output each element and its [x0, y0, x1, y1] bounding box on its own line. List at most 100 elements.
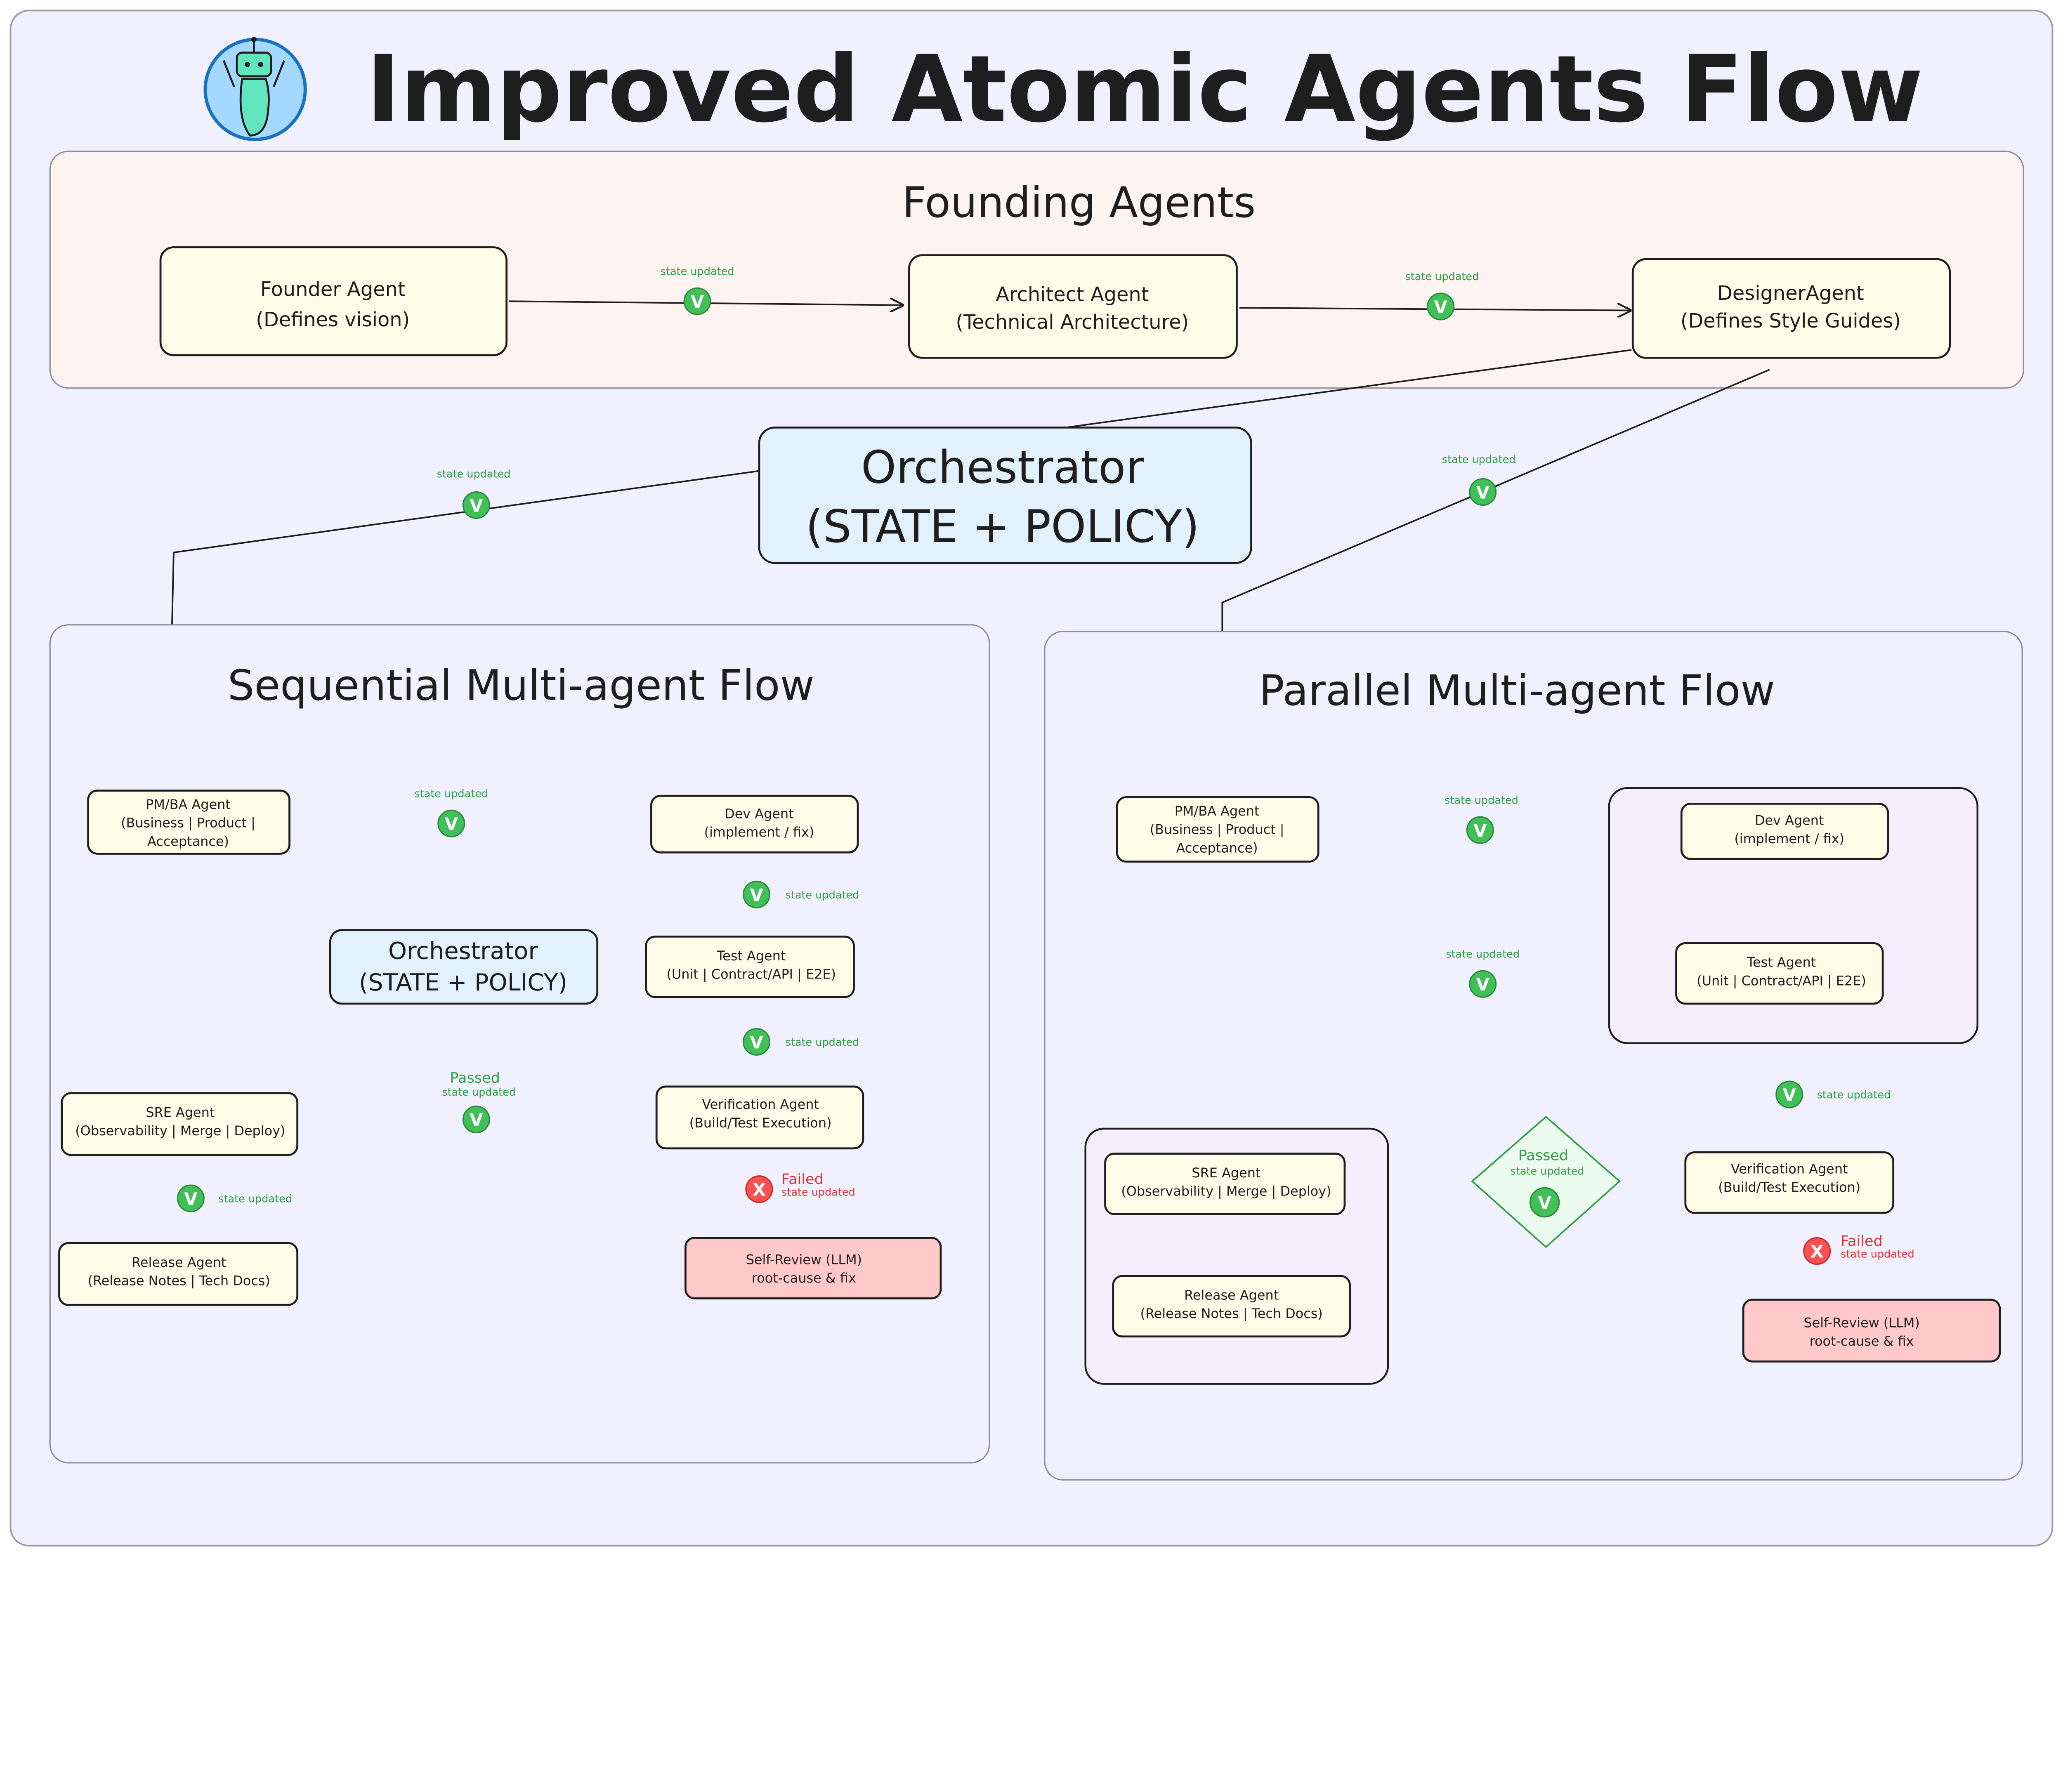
seq-sre-agent-node[interactable]: SRE Agent (Observability | Merge | Deplo… — [61, 1092, 299, 1156]
par-release-l2: (Release Notes | Tech Docs) — [1140, 1306, 1323, 1321]
founding-agents-title: Founding Agents — [902, 178, 1256, 227]
check-icon: V — [1775, 1080, 1803, 1108]
check-icon: V — [1469, 478, 1497, 506]
cross-icon: X — [745, 1175, 773, 1203]
par-release-agent-node[interactable]: Release Agent (Release Notes | Tech Docs… — [1112, 1275, 1351, 1338]
state-updated-label: state updated — [437, 468, 511, 481]
par-test-l1: Test Agent — [1747, 955, 1816, 970]
orchestrator-node[interactable]: Orchestrator (STATE + POLICY) — [758, 426, 1252, 564]
seq-orchestrator-node[interactable]: Orchestrator (STATE + POLICY) — [329, 929, 599, 1005]
par-pmba-l3: Acceptance) — [1176, 840, 1258, 856]
canvas: Improved Atomic Agents Flow Founding Age… — [9, 9, 2054, 1547]
par-self-review-node[interactable]: Self-Review (LLM) root-cause & fix — [1742, 1299, 2001, 1363]
seq-orch-line1: Orchestrator — [388, 937, 538, 965]
state-updated-label: state updated — [442, 1086, 516, 1099]
cross-icon: X — [1803, 1237, 1831, 1265]
par-sre-agent-node[interactable]: SRE Agent (Observability | Merge | Deplo… — [1104, 1153, 1346, 1215]
failed-label: Failed — [1841, 1233, 1883, 1250]
check-mark: V — [184, 1189, 197, 1209]
state-updated-label: state updated — [1446, 948, 1520, 960]
designer-agent-node[interactable]: DesignerAgent (Defines Style Guides) — [1631, 258, 1951, 359]
seq-dev-l1: Dev Agent — [725, 806, 793, 821]
seq-verif-l2: (Build/Test Execution) — [689, 1115, 832, 1131]
par-test-agent-node[interactable]: Test Agent (Unit | Contract/API | E2E) — [1675, 942, 1884, 1005]
check-icon: V — [683, 287, 711, 315]
founder-agent-desc: (Defines vision) — [256, 309, 410, 331]
par-verification-agent-node[interactable]: Verification Agent (Build/Test Execution… — [1684, 1151, 1895, 1214]
par-dev-agent-node[interactable]: Dev Agent (implement / fix) — [1680, 802, 1889, 860]
designer-agent-desc: (Defines Style Guides) — [1681, 310, 1901, 332]
passed-gate-state: state updated — [1511, 1165, 1584, 1178]
par-sre-l2: (Observability | Merge | Deploy) — [1121, 1184, 1331, 1199]
check-mark: V — [1473, 821, 1487, 841]
state-updated-label: state updated — [1442, 453, 1516, 466]
sequential-title: Sequential Multi-agent Flow — [228, 661, 814, 710]
seq-self-review-node[interactable]: Self-Review (LLM) root-cause & fix — [684, 1237, 942, 1299]
check-icon: V — [743, 880, 771, 908]
seq-release-l2: (Release Notes | Tech Docs) — [88, 1273, 270, 1288]
check-mark: V — [750, 885, 763, 905]
par-release-l1: Release Agent — [1184, 1287, 1279, 1303]
seq-test-agent-node[interactable]: Test Agent (Unit | Contract/API | E2E) — [645, 936, 855, 998]
architect-agent-name: Architect Agent — [996, 283, 1149, 306]
founder-agent-name: Founder Agent — [260, 278, 406, 301]
seq-verification-agent-node[interactable]: Verification Agent (Build/Test Execution… — [655, 1085, 864, 1150]
passed-gate-diamond — [1471, 1115, 1621, 1248]
check-mark: V — [470, 1111, 483, 1130]
par-sre-l1: SRE Agent — [1192, 1165, 1260, 1181]
seq-pmba-l3: Acceptance) — [147, 833, 229, 849]
check-icon: V — [177, 1184, 205, 1212]
page-title: Improved Atomic Agents Flow — [366, 35, 1923, 143]
seq-release-l1: Release Agent — [132, 1254, 226, 1270]
passed-label: Passed — [450, 1069, 500, 1086]
check-mark: V — [1476, 975, 1489, 995]
check-mark: V — [691, 292, 704, 312]
edge-designer-orchestrator — [1065, 349, 1632, 429]
diagram: Improved Atomic Agents Flow Founding Age… — [9, 9, 2054, 1547]
architect-agent-node[interactable]: Architect Agent (Technical Architecture) — [908, 254, 1238, 359]
check-mark: V — [750, 1033, 763, 1052]
par-verif-l2: (Build/Test Execution) — [1718, 1179, 1860, 1195]
check-icon: V — [1469, 970, 1497, 998]
founder-agent-node[interactable]: Founder Agent (Defines vision) — [159, 246, 508, 356]
designer-agent-name: DesignerAgent — [1717, 282, 1864, 305]
seq-verif-l1: Verification Agent — [702, 1096, 819, 1112]
passed-gate-label: Passed — [1518, 1147, 1568, 1164]
par-pmba-agent-node[interactable]: PM/BA Agent (Business | Product | Accept… — [1116, 796, 1319, 863]
seq-test-l1: Test Agent — [716, 948, 786, 964]
state-updated-label: state updated — [781, 1186, 855, 1199]
failed-label: Failed — [781, 1171, 824, 1188]
orchestrator-line1: Orchestrator — [861, 441, 1144, 493]
check-icon: V — [1427, 292, 1455, 321]
state-updated-label: state updated — [414, 788, 488, 800]
passed-gate: Passed state updated — [1471, 1115, 1621, 1248]
check-icon: V — [462, 491, 490, 519]
seq-release-agent-node[interactable]: Release Agent (Release Notes | Tech Docs… — [58, 1242, 299, 1306]
seq-test-l2: (Unit | Contract/API | E2E) — [666, 966, 836, 982]
check-mark: V — [1783, 1085, 1796, 1105]
check-icon: V — [462, 1106, 490, 1134]
architect-agent-desc: (Technical Architecture) — [956, 311, 1189, 334]
check-icon: V — [1466, 816, 1494, 844]
cross-mark: X — [1810, 1242, 1824, 1261]
state-updated-label: state updated — [786, 889, 859, 901]
par-pmba-l1: PM/BA Agent — [1175, 803, 1260, 819]
state-updated-label: state updated — [661, 265, 734, 278]
seq-sre-l1: SRE Agent — [146, 1104, 215, 1120]
check-icon: V — [743, 1028, 771, 1056]
robot-icon — [203, 37, 307, 141]
seq-pmba-l2: (Business | Product | — [121, 815, 255, 831]
seq-pmba-agent-node[interactable]: PM/BA Agent (Business | Product | Accept… — [87, 790, 290, 855]
par-pmba-l2: (Business | Product | — [1150, 822, 1284, 837]
par-dev-l2: (implement / fix) — [1734, 831, 1844, 846]
seq-sre-l2: (Observability | Merge | Deploy) — [75, 1123, 285, 1139]
seq-dev-agent-node[interactable]: Dev Agent (implement / fix) — [650, 795, 859, 854]
check-mark: V — [470, 496, 483, 516]
orchestrator-line2: (STATE + POLICY) — [806, 500, 1199, 553]
cross-mark: X — [753, 1180, 766, 1200]
check-mark: V — [1538, 1193, 1551, 1213]
check-mark: V — [445, 814, 458, 834]
par-review-l2: root-cause & fix — [1810, 1333, 1914, 1349]
check-icon: V — [437, 809, 465, 837]
check-mark: V — [1476, 483, 1489, 503]
